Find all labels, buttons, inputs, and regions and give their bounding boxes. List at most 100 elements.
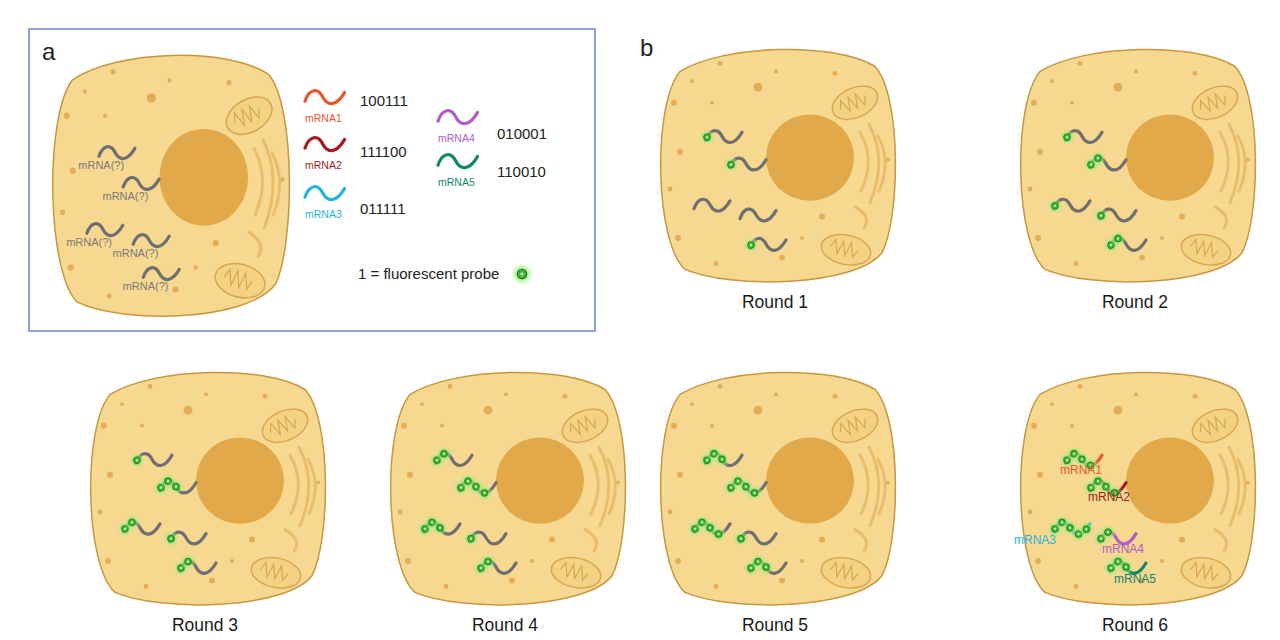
fluorescent-probe <box>1059 129 1076 146</box>
mrna-strand <box>117 514 161 538</box>
fluorescent-probe <box>453 479 470 496</box>
cell-outline <box>380 365 630 610</box>
fluorescent-probe <box>163 530 180 547</box>
cell-membrane <box>1021 49 1256 281</box>
fluorescent-probe <box>153 479 170 496</box>
mrna-name: mRNA5 <box>438 176 475 188</box>
fluorescent-probe <box>160 473 177 490</box>
mrna-strand <box>699 129 743 146</box>
barcode: 011111 <box>360 200 406 217</box>
fluorescent-probe <box>1100 524 1117 541</box>
organelles <box>98 384 321 592</box>
probe-legend-symbol <box>510 262 534 286</box>
fluorescent-probe <box>750 553 767 570</box>
round-label: Round 2 <box>1010 292 1260 312</box>
organelles <box>1028 384 1251 592</box>
cell: Round 5 <box>650 365 900 640</box>
cell: Round 6mRNA1mRNA2mRNA3mRNA4mRNA5 <box>1010 365 1260 640</box>
cell: Round 3 <box>80 365 330 640</box>
organelles <box>398 384 621 592</box>
mrna-strand <box>694 199 730 211</box>
mrna-strand <box>305 91 345 104</box>
cell-membrane <box>661 372 896 604</box>
mrna-name: mRNA5 <box>1114 573 1156 587</box>
mrna-strand <box>1103 230 1147 254</box>
fluorescent-probe <box>743 237 760 254</box>
mrna-name: mRNA2 <box>305 159 342 171</box>
fluorescent-probe <box>1078 521 1095 538</box>
fluorescent-probe <box>463 530 480 547</box>
fluorescent-probe <box>1083 156 1100 173</box>
fluorescent-probe <box>168 478 185 495</box>
fluorescent-probe <box>710 526 727 543</box>
mrna-strand <box>463 530 507 547</box>
fluorescent-probe <box>468 478 485 495</box>
probe-legend-text: 1 = fluorescent probe <box>358 265 499 282</box>
mrna-strand <box>143 268 179 280</box>
cell-outline <box>80 365 330 610</box>
fluorescent-probe <box>1103 237 1120 254</box>
mrna-strand <box>723 473 767 502</box>
organelles <box>668 61 891 269</box>
panel-letter: a <box>42 38 55 66</box>
fluorescent-probe <box>1110 230 1127 247</box>
fluorescent-probe <box>1098 478 1115 495</box>
round-label: Round 3 <box>80 615 330 635</box>
fluorescent-probe <box>436 445 453 462</box>
mrna-strand <box>305 187 345 200</box>
panel-frame: mRNA(?)mRNA(?)mRNA(?)mRNA(?)mRNA(?)amRNA… <box>28 28 596 332</box>
cell-membrane <box>1021 372 1256 604</box>
mrna-strand <box>1047 197 1091 214</box>
cell: Round 4 <box>380 365 630 640</box>
cell-membrane <box>91 372 326 604</box>
mrna-strand <box>429 445 473 469</box>
fluorescent-probe <box>1054 514 1071 531</box>
mrna-strand <box>123 178 159 190</box>
barcode: 010001 <box>497 125 547 142</box>
fluorescent-probe <box>129 452 146 469</box>
mrna-strand <box>743 553 787 577</box>
fluorescent-probe <box>1110 553 1127 570</box>
cell-outline <box>650 42 900 287</box>
cell-outline <box>1010 42 1260 287</box>
fluorescent-probe <box>1047 520 1064 537</box>
mrna-strand <box>438 155 478 168</box>
cell: mRNA(?)mRNA(?)mRNA(?)mRNA(?)mRNA(?) <box>42 47 294 322</box>
cell-membrane <box>391 372 626 604</box>
mrna-strand <box>733 530 777 547</box>
mrna-strand <box>305 138 345 151</box>
fluorescent-probe <box>758 559 775 576</box>
round-label: Round 4 <box>380 615 630 635</box>
fluorescent-probe <box>1083 479 1100 496</box>
mrna-unknown-label: mRNA(?) <box>102 190 148 203</box>
mrna-strand <box>1093 207 1137 224</box>
fluorescent-probe <box>687 520 704 537</box>
fluorescent-probe <box>1070 526 1087 543</box>
cell-membrane <box>661 49 896 281</box>
fluorescent-probe <box>1074 451 1091 468</box>
cell: Round 1 <box>650 42 900 317</box>
mrna-unknown-label: mRNA(?) <box>78 159 124 172</box>
barcode: 111100 <box>360 143 407 160</box>
mrna-name: mRNA4 <box>1102 543 1144 557</box>
fluorescent-probe <box>699 129 716 146</box>
fluorescent-probe <box>117 520 134 537</box>
fluorescent-probe <box>510 262 534 286</box>
mrna-unknown-label: mRNA(?) <box>123 280 169 293</box>
mrna-name: mRNA3 <box>1014 534 1056 548</box>
fluorescent-probe <box>1062 519 1079 536</box>
mrna-strand <box>133 235 169 247</box>
mrna-strand <box>1103 553 1147 577</box>
fluorescent-probe <box>746 484 763 501</box>
panel-letter: b <box>640 34 653 62</box>
fluorescent-probe <box>180 553 197 570</box>
fluorescent-probe <box>706 445 723 462</box>
fluorescent-probe <box>738 478 755 495</box>
round-label: Round 6 <box>1010 615 1260 635</box>
fluorescent-probe <box>460 473 477 490</box>
fluorescent-probe <box>723 479 740 496</box>
fluorescent-probe <box>473 560 490 577</box>
mrna-strand <box>129 452 173 469</box>
fluorescent-probe <box>1090 150 1107 167</box>
